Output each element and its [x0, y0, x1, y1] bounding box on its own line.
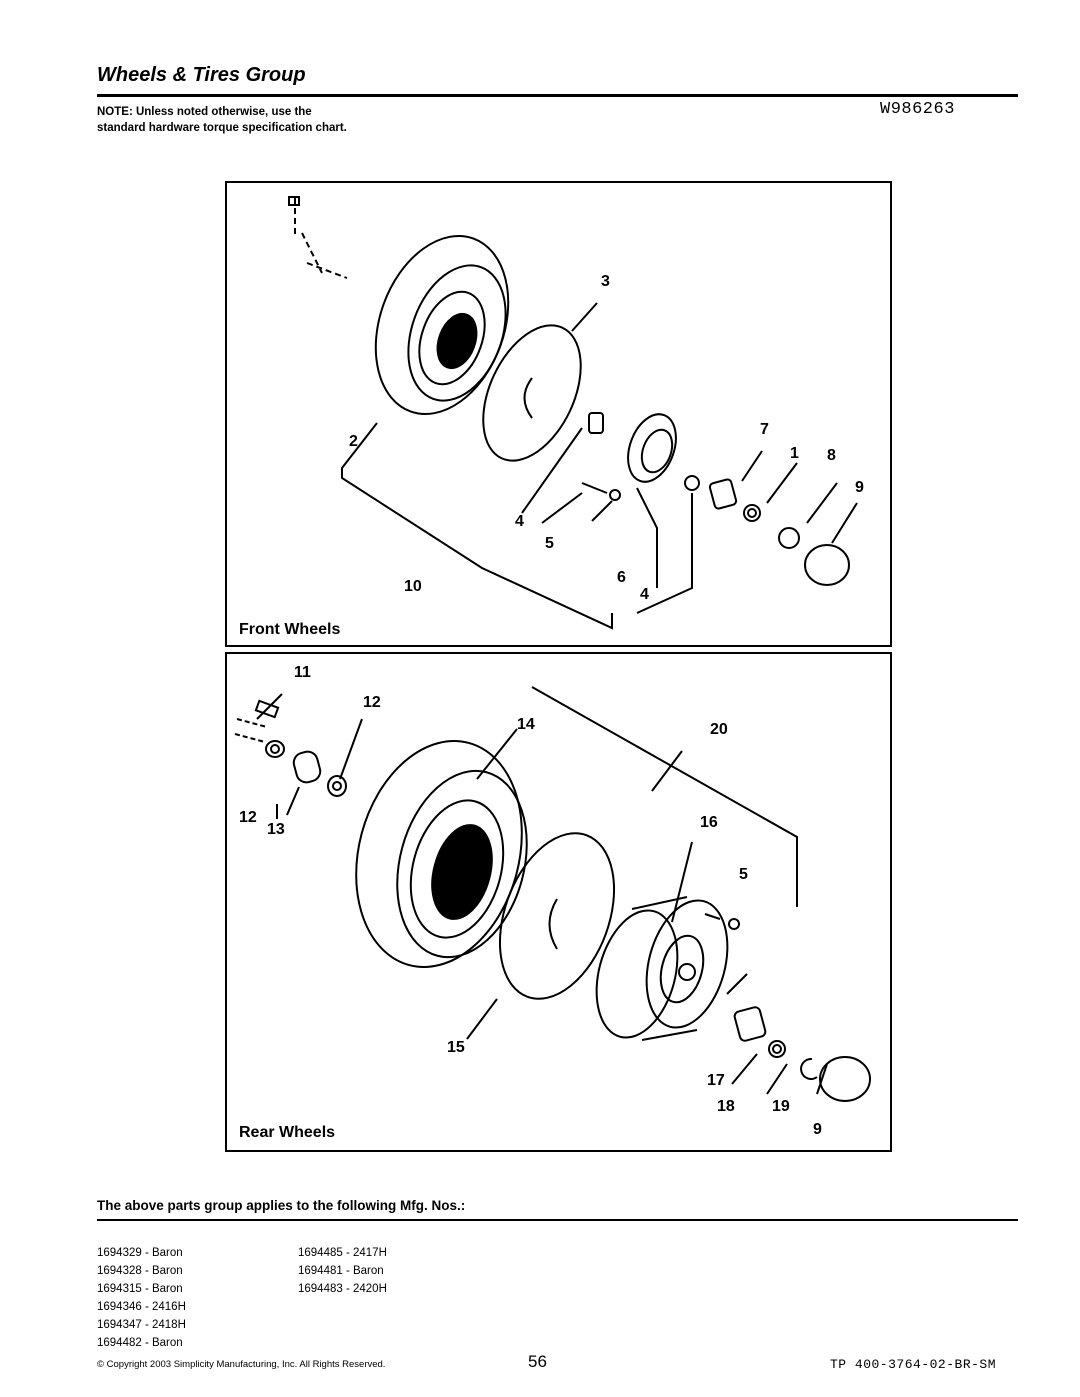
- mfg-number: 1694482 - Baron: [97, 1337, 183, 1349]
- callout-12-lower: 12: [239, 809, 257, 826]
- callout-5: 5: [739, 866, 748, 883]
- callout-3: 3: [601, 273, 610, 290]
- applies-rule: [97, 1219, 1018, 1221]
- diagram-number: W986263: [880, 100, 955, 119]
- callout-4-lower: 4: [640, 586, 649, 603]
- mfg-number: 1694483 - 2420H: [298, 1283, 387, 1295]
- mfg-number: 1694485 - 2417H: [298, 1247, 387, 1259]
- mfg-number: 1694329 - Baron: [97, 1247, 183, 1259]
- torque-note: NOTE: Unless noted otherwise, use the st…: [97, 106, 347, 134]
- callout-4-upper: 4: [515, 513, 524, 530]
- mfg-number: 1694347 - 2418H: [97, 1319, 186, 1331]
- callout-2: 2: [349, 433, 358, 450]
- callout-13: 13: [267, 821, 285, 838]
- rear-wheels-label: Rear Wheels: [239, 1124, 336, 1141]
- mfg-numbers-col2: 1694485 - 2417H 1694481 - Baron 1694483 …: [298, 1244, 387, 1298]
- callout-9: 9: [855, 479, 864, 496]
- front-wheels-panel: 3 2 7 1 8 9 4 5 6 10 4 Front Wheels: [225, 181, 892, 647]
- title-rule: [97, 94, 1018, 97]
- callout-5: 5: [545, 535, 554, 552]
- front-wheels-label: Front Wheels: [239, 621, 341, 638]
- callout-11: 11: [294, 664, 311, 681]
- callout-9: 9: [813, 1121, 822, 1138]
- tp-number: TP 400-3764-02-BR-SM: [830, 1357, 997, 1372]
- mfg-number: 1694481 - Baron: [298, 1265, 384, 1277]
- copyright: © Copyright 2003 Simplicity Manufacturin…: [97, 1359, 386, 1370]
- callout-19: 19: [772, 1098, 790, 1115]
- mfg-number: 1694346 - 2416H: [97, 1301, 186, 1313]
- callout-20: 20: [710, 721, 728, 738]
- mfg-numbers-col1: 1694329 - Baron 1694328 - Baron 1694315 …: [97, 1244, 186, 1352]
- rear-wheels-panel: 11 12 14 20 12 13 16 5 15 17 18 19 9 Rea…: [225, 652, 892, 1152]
- rear-wheels-diagram: [234, 686, 871, 1102]
- applies-heading: The above parts group applies to the fol…: [97, 1198, 466, 1213]
- callout-12-upper: 12: [363, 694, 381, 711]
- callout-7: 7: [760, 421, 769, 438]
- front-wheels-diagram: [288, 196, 858, 630]
- callout-16: 16: [700, 814, 718, 831]
- page-number: 56: [528, 1352, 547, 1371]
- mfg-number: 1694315 - Baron: [97, 1283, 183, 1295]
- mfg-number: 1694328 - Baron: [97, 1265, 183, 1277]
- callout-8: 8: [827, 447, 836, 464]
- callout-6: 6: [617, 569, 626, 586]
- callout-18: 18: [717, 1098, 735, 1115]
- page-title: Wheels & Tires Group: [97, 64, 306, 86]
- callout-15: 15: [447, 1039, 465, 1056]
- callout-10: 10: [404, 578, 422, 595]
- callout-17: 17: [707, 1072, 725, 1089]
- callout-14: 14: [517, 716, 535, 733]
- callout-1: 1: [790, 445, 799, 462]
